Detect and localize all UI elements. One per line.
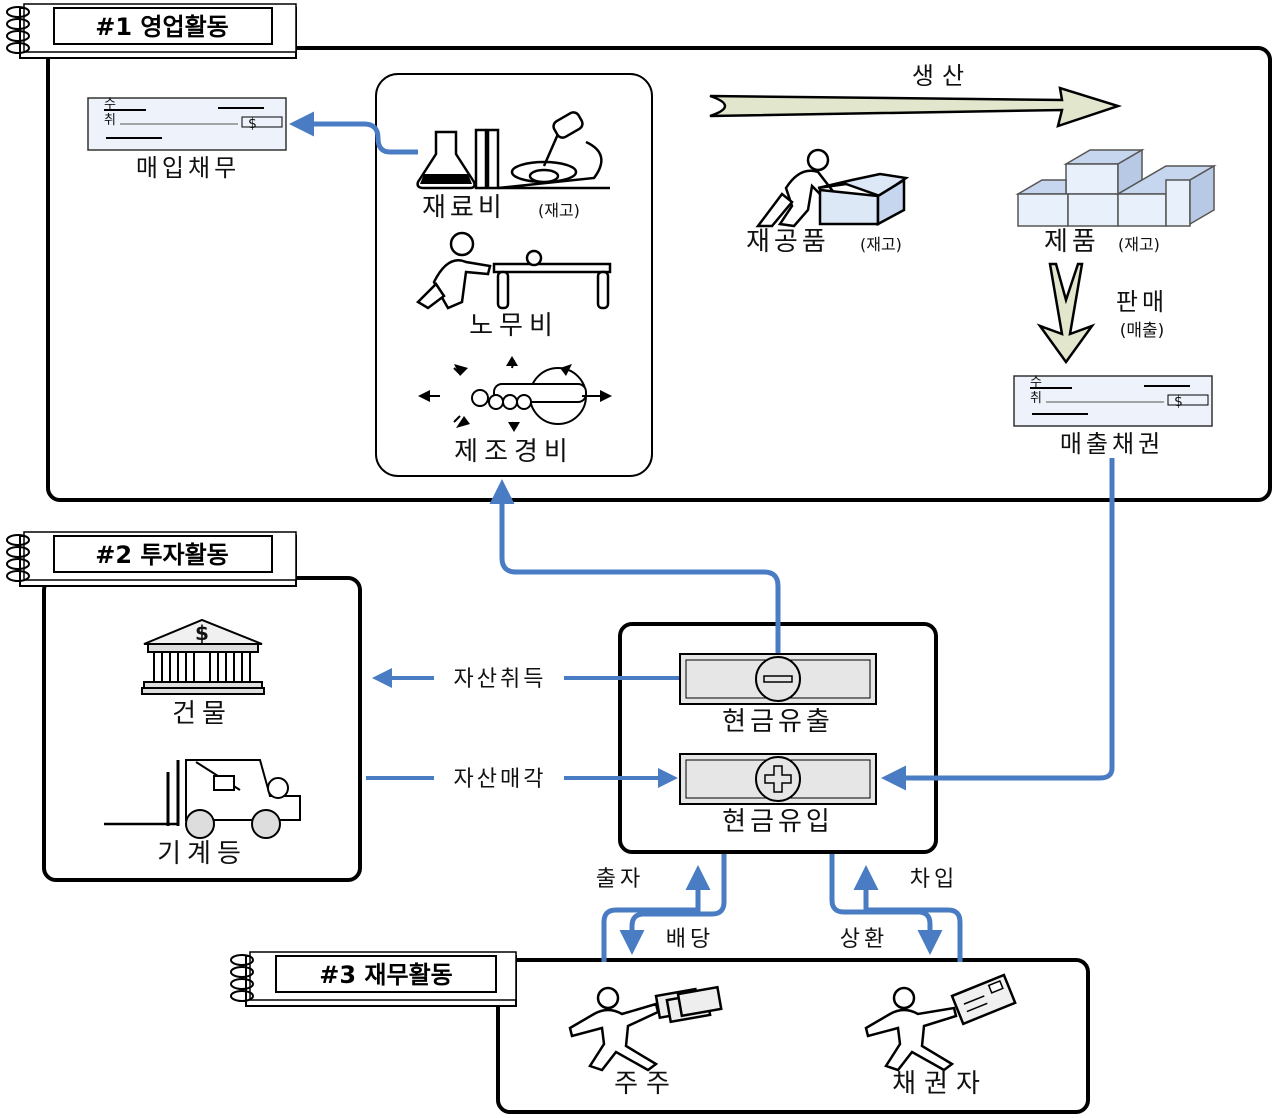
cash-outflow-label: 현금유출 [722, 707, 834, 737]
production-arrow [709, 86, 1123, 128]
flow-arrow-outflow-costs [489, 479, 781, 656]
repay-label: 상환 [840, 927, 888, 952]
machinery-label: 기계등 [157, 839, 247, 869]
flow-arrow-materials-payable [289, 111, 418, 155]
product-sub-label: (재고) [1118, 235, 1160, 254]
overhead-label: 제조경비 [454, 437, 574, 467]
wip-sub-label: (재고) [860, 235, 902, 254]
financing-title-tab: #3 재무활동 [230, 951, 517, 1007]
dispose-label: 자산매각 [454, 767, 547, 792]
operating-frame [46, 46, 1272, 502]
dividend-label: 배당 [666, 927, 714, 952]
shareholders-label: 주주 [614, 1069, 678, 1099]
financing-title: #3 재무활동 [319, 961, 452, 989]
flow-arrow-receivables-inflow [881, 458, 1115, 791]
flow-arrow-dividend [619, 854, 727, 955]
borrow-label: 차입 [910, 867, 958, 892]
accounts-payable-label: 매입채무 [136, 154, 240, 182]
cash-inflow-label: 현금유입 [722, 807, 834, 837]
acquire-label: 자산취득 [454, 667, 547, 692]
svg-text:수: 수 [1030, 375, 1042, 390]
wip-label: 재공품 [746, 227, 830, 257]
svg-text:$: $ [1174, 394, 1183, 410]
building-label: 건물 [172, 699, 232, 729]
svg-text:수: 수 [104, 97, 116, 112]
operating-title: #1 영업활동 [95, 13, 228, 41]
forklift-icon [104, 759, 301, 839]
building-bank-icon [141, 618, 265, 695]
creditors-label: 채권자 [892, 1069, 988, 1099]
sales-arrow [1036, 262, 1096, 365]
receivables-cheque-icon: 수 취 $ [1013, 375, 1213, 427]
materials-label: 재료비 [422, 193, 506, 223]
sales-label: 판매 [1116, 288, 1168, 316]
flow-arrow-borrow [853, 865, 963, 962]
cost-frame [375, 73, 653, 477]
shareholder-person-icon [568, 985, 723, 1072]
cash-inflow-icon [679, 753, 877, 805]
labor-label: 노무비 [469, 311, 559, 341]
cash-outflow-icon [679, 653, 877, 705]
materials-sub-label: (재고) [538, 201, 580, 220]
sales-sub-label: (매출) [1120, 321, 1165, 341]
svg-text:$: $ [248, 116, 257, 132]
investing-title: #2 투자활동 [95, 541, 228, 569]
flow-arrow-invest [601, 865, 711, 962]
product-label: 제품 [1044, 227, 1100, 257]
investing-title-tab: #2 투자활동 [6, 531, 297, 587]
labor-worker-icon [415, 231, 612, 310]
operating-title-tab: #1 영업활동 [6, 3, 297, 59]
financing-frame [496, 958, 1090, 1114]
building-dollar-sign: $ [195, 621, 209, 645]
production-label: 생산 [912, 62, 972, 90]
invest-label: 출자 [596, 867, 644, 892]
product-boxes-icon [1015, 148, 1217, 227]
microscope-icon [497, 111, 610, 190]
svg-text:취: 취 [1030, 391, 1042, 406]
creditor-person-icon [864, 973, 1017, 1072]
wip-worker-box-icon [755, 148, 910, 228]
receivables-label: 매출채권 [1060, 430, 1164, 458]
overhead-arrowheads-icon [418, 356, 612, 432]
lab-flask-icon [416, 128, 500, 190]
overhead-machine-icon [422, 359, 606, 431]
cheque-icon: 수 취 $ [87, 97, 287, 151]
svg-text:취: 취 [104, 113, 116, 128]
